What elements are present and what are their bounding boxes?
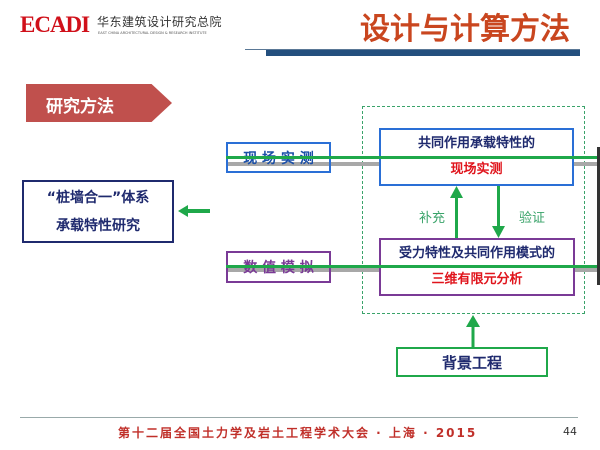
bottom-box-line1: 受力特性及共同作用模式的: [398, 246, 555, 261]
page-number: 44: [563, 425, 577, 438]
footer-conference: 第十二届全国土力学及岩土工程学术大会 · 上海 · 2015: [118, 426, 478, 440]
study-line2: 承载特性研究: [56, 217, 140, 234]
down-arrow-icon: [492, 186, 505, 238]
green-connector-top: [226, 156, 600, 159]
logo-english-name: EAST CHINA ARCHITECTURAL DESIGN & RESEAR…: [98, 31, 207, 35]
top-box-line1: 共同作用承载特性的: [417, 136, 535, 151]
top-box-line2: 现场实测: [450, 162, 503, 177]
section-ribbon: 研究方法: [26, 84, 172, 122]
footer-divider: [20, 417, 578, 418]
title-underline: [245, 49, 580, 50]
title-bar: [266, 50, 580, 56]
logo-chinese-name: 华东建筑设计研究总院: [97, 15, 223, 29]
up-arrow-icon: [450, 186, 463, 238]
green-connector-bottom: [226, 265, 600, 268]
study-line1: “桩墙合一”体系: [46, 189, 150, 206]
method-group-frame: [362, 106, 585, 314]
left-arrow-icon: [178, 205, 210, 217]
background-project-box: 背景工程: [396, 347, 548, 377]
bottom-box-line2: 三维有限元分析: [431, 272, 523, 287]
verify-label: 验证: [519, 211, 546, 226]
right-edge-line: [597, 147, 600, 285]
slide-title: 设计与计算方法: [360, 12, 570, 47]
background-project-label: 背景工程: [441, 353, 502, 372]
section-label: 研究方法: [46, 97, 114, 117]
logo-ecadi: ECADI: [20, 12, 90, 37]
study-box: “桩墙合一”体系 承载特性研究: [22, 180, 174, 243]
numeric-sim-label: 数 值 模 拟: [243, 260, 314, 276]
background-up-arrow-icon: [466, 315, 480, 347]
supplement-label: 补充: [419, 211, 446, 226]
